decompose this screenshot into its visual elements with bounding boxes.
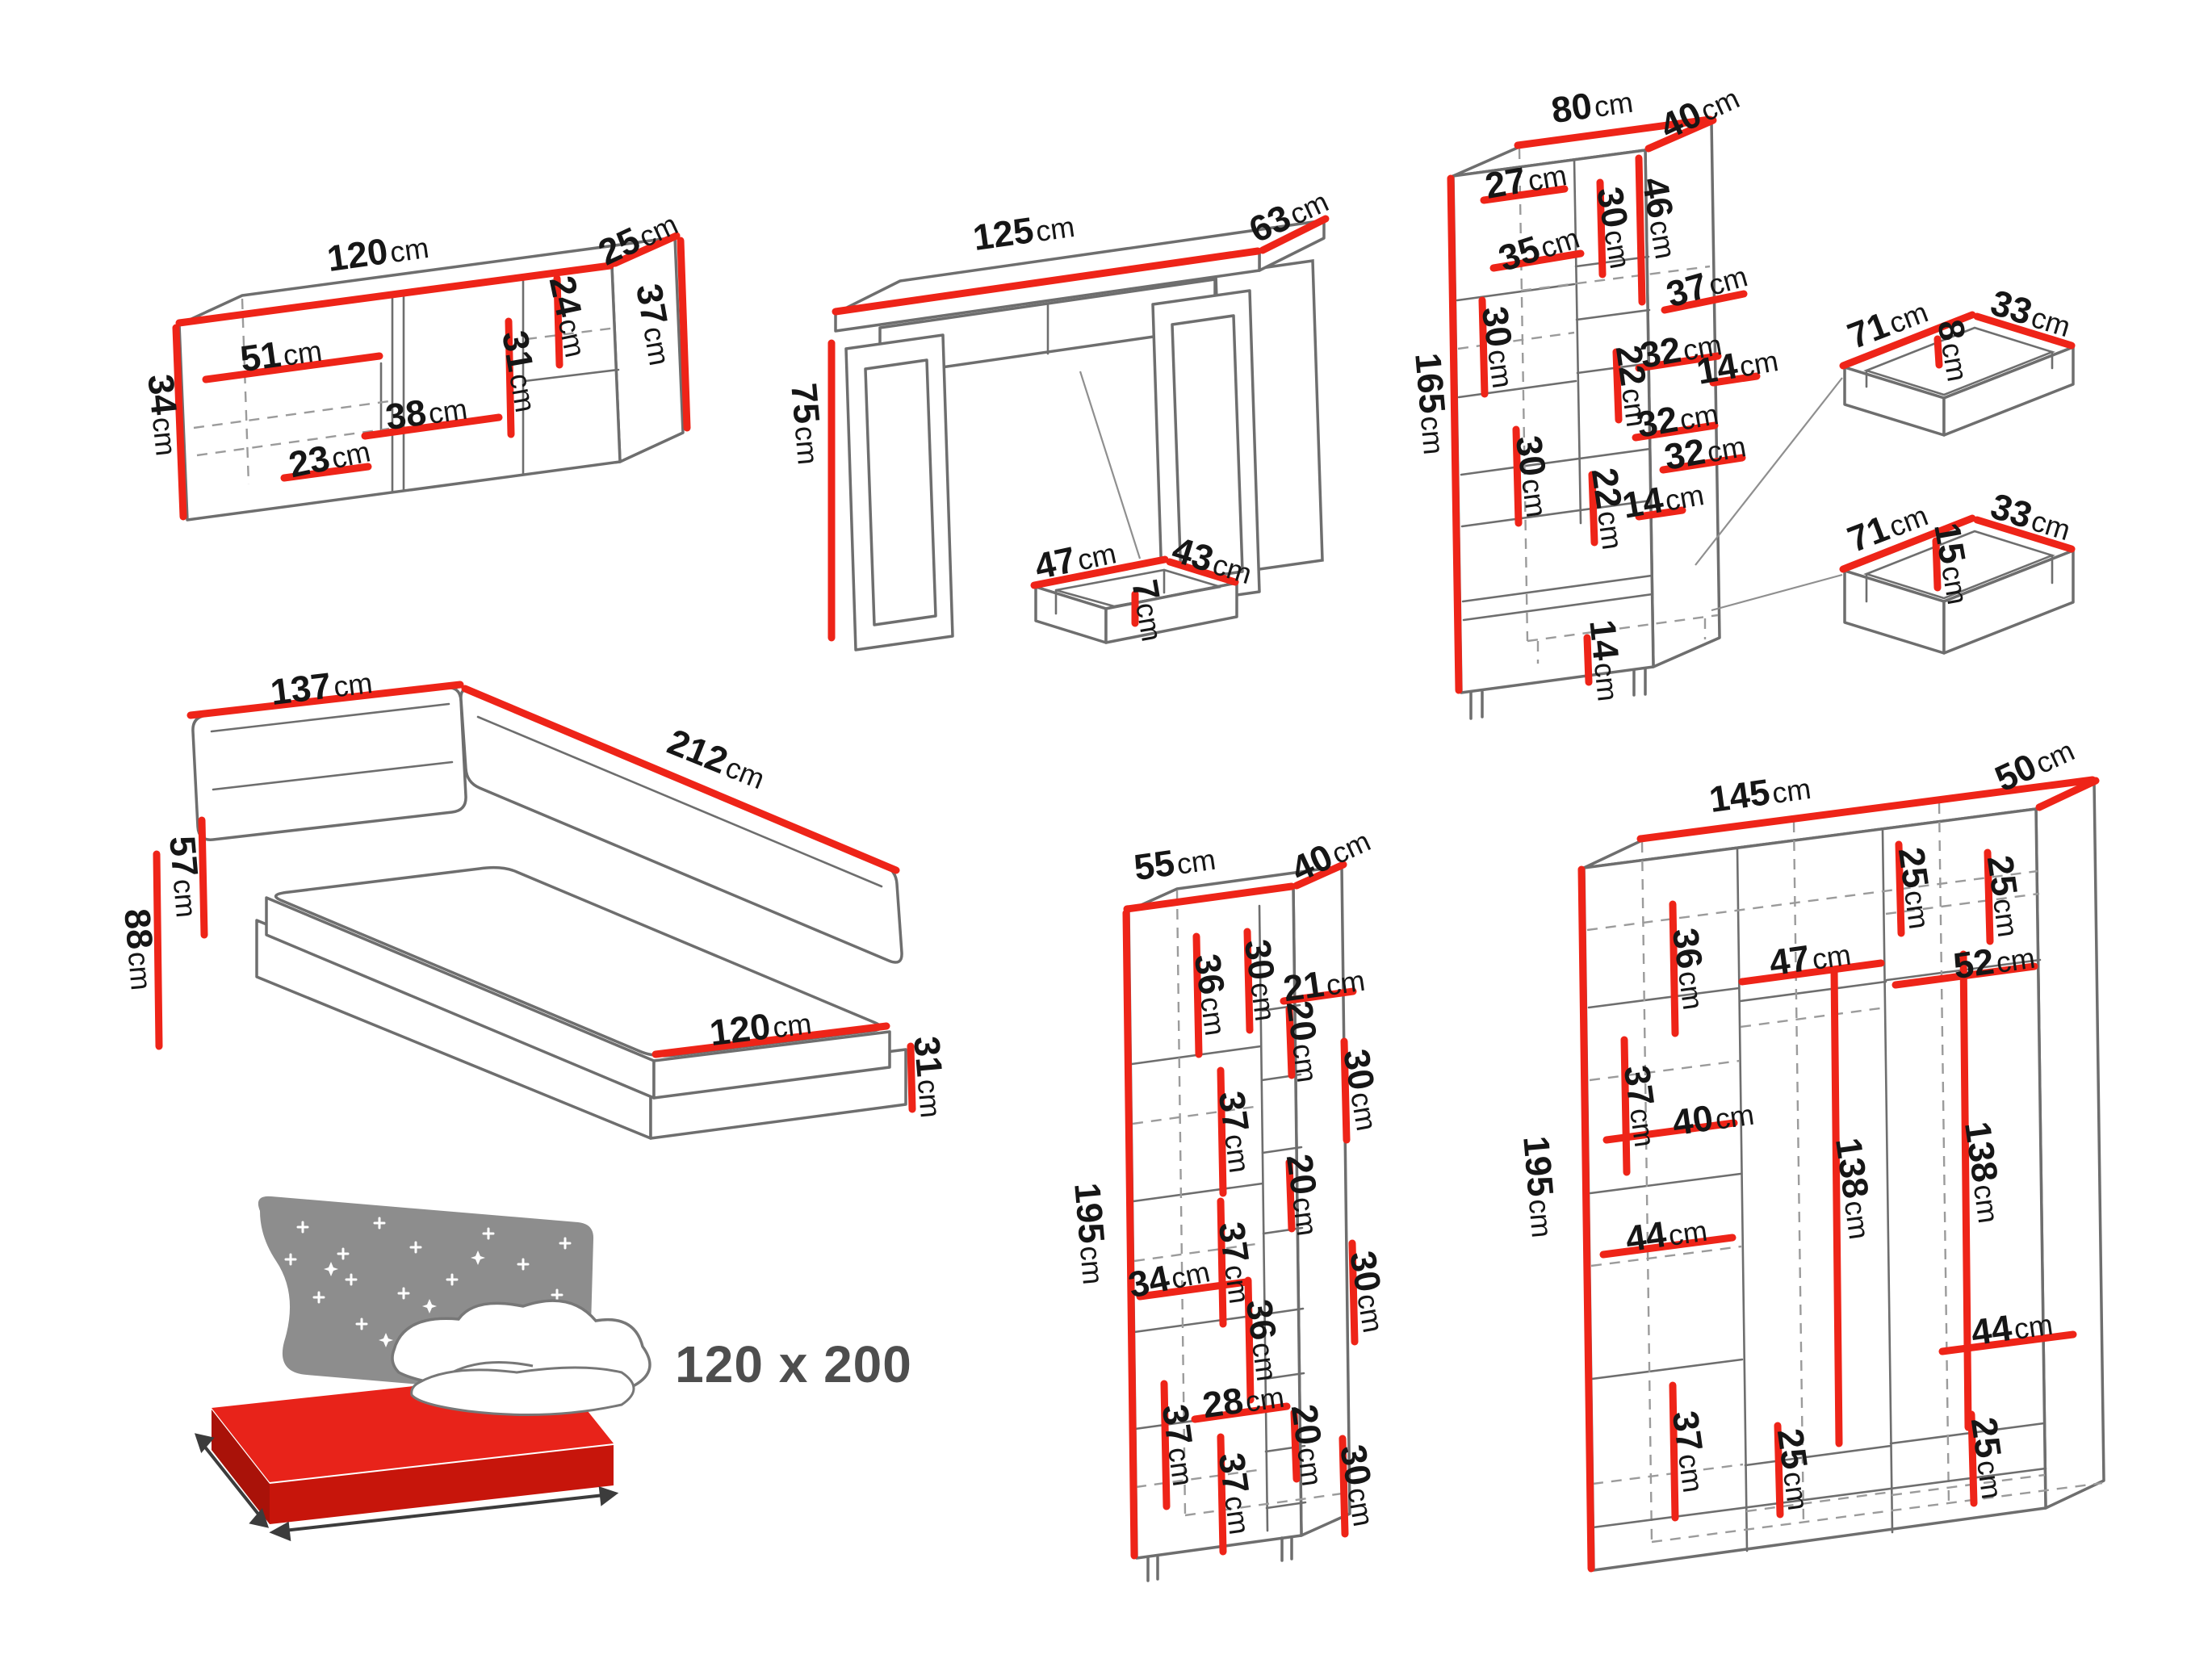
mattress-size-label: 120 x 200 bbox=[675, 1335, 912, 1393]
narrow-bookcase-dimension-label: 20cm bbox=[1283, 1401, 1330, 1489]
tall-bookcase-dimension-label: 30cm bbox=[1589, 183, 1638, 271]
size-arrows bbox=[194, 1433, 619, 1542]
wardrobe-dimension-label: 145cm bbox=[1707, 771, 1813, 821]
wardrobe-drawing bbox=[1577, 776, 2105, 1573]
duvet-shape bbox=[410, 1366, 635, 1416]
narrow-bookcase-dimension-label: 37cm bbox=[1210, 1450, 1258, 1537]
mattress-front-face bbox=[270, 1445, 614, 1524]
tall-bookcase-dimension-label: 14cm bbox=[1619, 477, 1707, 526]
wall-shelf-dimension-label: 23cm bbox=[285, 434, 374, 486]
tall-bookcase-dimension-label: 14cm bbox=[1581, 618, 1628, 703]
wardrobe-dimension-label: 25cm bbox=[1963, 1414, 2010, 1502]
wardrobe-dimension-label: 25cm bbox=[1769, 1426, 1816, 1513]
wall-shelf-dimension-label: 31cm bbox=[494, 327, 543, 415]
wardrobe-dimension-label: 44cm bbox=[1623, 1213, 1710, 1260]
narrow-bookcase-drawing bbox=[1122, 861, 1359, 1582]
tall-bookcase-drawing bbox=[1447, 115, 1843, 720]
narrow-bookcase-dimension-label: 36cm bbox=[1186, 951, 1234, 1038]
wardrobe-dimension-label: 50cm bbox=[1988, 733, 2080, 800]
tall-bookcase-dimension-label: 37cm bbox=[1661, 259, 1752, 316]
bed-dimension-label: 212cm bbox=[661, 720, 770, 796]
desk-dimension-label: 47cm bbox=[1031, 536, 1120, 588]
drawer-shallow-dimension-label: 33cm bbox=[1986, 281, 2075, 344]
wall-shelf-dimension-label: 38cm bbox=[383, 391, 470, 438]
narrow-bookcase-dimension-label: 20cm bbox=[1278, 998, 1326, 1085]
narrow-bookcase-dimension-label: 37cm bbox=[1210, 1219, 1258, 1306]
tall-bookcase-dimension-label: 40cm bbox=[1653, 81, 1745, 148]
wardrobe-dimension-label: 44cm bbox=[1968, 1306, 2055, 1354]
wardrobe-dimension-label: 138cm bbox=[1956, 1119, 2006, 1225]
wardrobe-dimension-label: 37cm bbox=[1664, 1408, 1711, 1495]
narrow-bookcase-dimension-label: 36cm bbox=[1238, 1297, 1285, 1384]
narrow-bookcase-dimension-label: 30cm bbox=[1335, 1045, 1385, 1133]
narrow-bookcase-dimension-label: 37cm bbox=[1154, 1401, 1201, 1489]
wall-shelf-dimension-label: 120cm bbox=[325, 230, 431, 280]
wardrobe-dimension-label: 25cm bbox=[1890, 844, 1938, 932]
wall-shelf-dimension-label: 25cm bbox=[592, 207, 683, 274]
mattress-left-face bbox=[212, 1410, 270, 1524]
tall-bookcase-dimension-label: 165cm bbox=[1407, 350, 1454, 456]
narrow-bookcase-dimension-label: 20cm bbox=[1278, 1151, 1326, 1238]
bed-dimension-label: 88cm bbox=[116, 907, 161, 992]
wardrobe-dimension-label: 47cm bbox=[1766, 936, 1854, 984]
drawer-shallow-dimension-label: 71cm bbox=[1841, 295, 1933, 357]
tall-bookcase-dimension-label: 30cm bbox=[1507, 433, 1555, 520]
narrow-bookcase-dimension-label: 21cm bbox=[1280, 962, 1368, 1010]
narrow-bookcase-dimension-label: 195cm bbox=[1066, 1180, 1113, 1286]
tall-bookcase-dimension-label: 27cm bbox=[1481, 157, 1569, 207]
narrow-bookcase-dimension-label: 30cm bbox=[1342, 1247, 1391, 1335]
bed-dimension-label: 137cm bbox=[268, 664, 375, 713]
narrow-bookcase-dimension-label: 34cm bbox=[1125, 1255, 1213, 1306]
wall-shelf-dimension-label: 51cm bbox=[237, 333, 325, 380]
desk-dimension-label: 75cm bbox=[783, 381, 828, 467]
desk-dimension-label: 7cm bbox=[1124, 576, 1169, 644]
wardrobe-dimension-label: 138cm bbox=[1827, 1135, 1877, 1242]
tall-bookcase-dimension-label: 30cm bbox=[1473, 304, 1521, 391]
bed-drawing bbox=[153, 681, 916, 1140]
tall-bookcase-dimension-label: 80cm bbox=[1548, 84, 1636, 132]
wardrobe-dimension-label: 52cm bbox=[1950, 940, 2038, 987]
narrow-bookcase-dimension-label: 37cm bbox=[1210, 1088, 1258, 1175]
drawer-shallow-dimension-label: 8cm bbox=[1929, 316, 1975, 384]
tall-bookcase-dimension-label: 46cm bbox=[1634, 174, 1683, 262]
wall-shelf-drawing bbox=[172, 232, 691, 522]
wardrobe-dimension-label: 36cm bbox=[1664, 925, 1711, 1012]
wall-shelf-dimension-label: 24cm bbox=[541, 272, 593, 361]
narrow-bookcase-dimension-label: 30cm bbox=[1332, 1441, 1381, 1529]
bed-dimension-label: 57cm bbox=[161, 834, 207, 920]
mattress-icon-drawing bbox=[194, 1196, 651, 1542]
narrow-bookcase-dimension-label: 28cm bbox=[1200, 1379, 1287, 1426]
wall-shelf-dimension-label: 37cm bbox=[628, 280, 677, 368]
narrow-bookcase-dimension-label: 55cm bbox=[1131, 841, 1218, 889]
desk-dimension-label: 63cm bbox=[1242, 184, 1334, 251]
desk-dimension-label: 125cm bbox=[970, 209, 1077, 259]
tall-bookcase-dimension-label: 35cm bbox=[1494, 220, 1584, 279]
drawer-deep-dimension-label: 33cm bbox=[1986, 484, 2075, 547]
drawer-deep-drawing bbox=[1839, 514, 2076, 655]
narrow-bookcase-dimension-label: 40cm bbox=[1284, 823, 1376, 890]
drawer-deep-dimension-label: 71cm bbox=[1841, 498, 1933, 560]
wardrobe-dimension-label: 37cm bbox=[1615, 1062, 1663, 1150]
desk-drawing bbox=[827, 215, 1330, 651]
wardrobe-dimension-label: 40cm bbox=[1669, 1096, 1757, 1144]
wardrobe-dimension-label: 195cm bbox=[1515, 1133, 1562, 1239]
wall-shelf-dimension-label: 34cm bbox=[140, 372, 186, 458]
bed-dimension-label: 120cm bbox=[707, 1005, 814, 1054]
desk-dimension-label: 43cm bbox=[1167, 528, 1256, 591]
drawer-deep-dimension-label: 15cm bbox=[1926, 519, 1975, 607]
wardrobe-dimension-label: 25cm bbox=[1979, 853, 2026, 940]
bed-dimension-label: 31cm bbox=[906, 1034, 951, 1120]
drawer-shallow-drawing bbox=[1839, 311, 2076, 437]
